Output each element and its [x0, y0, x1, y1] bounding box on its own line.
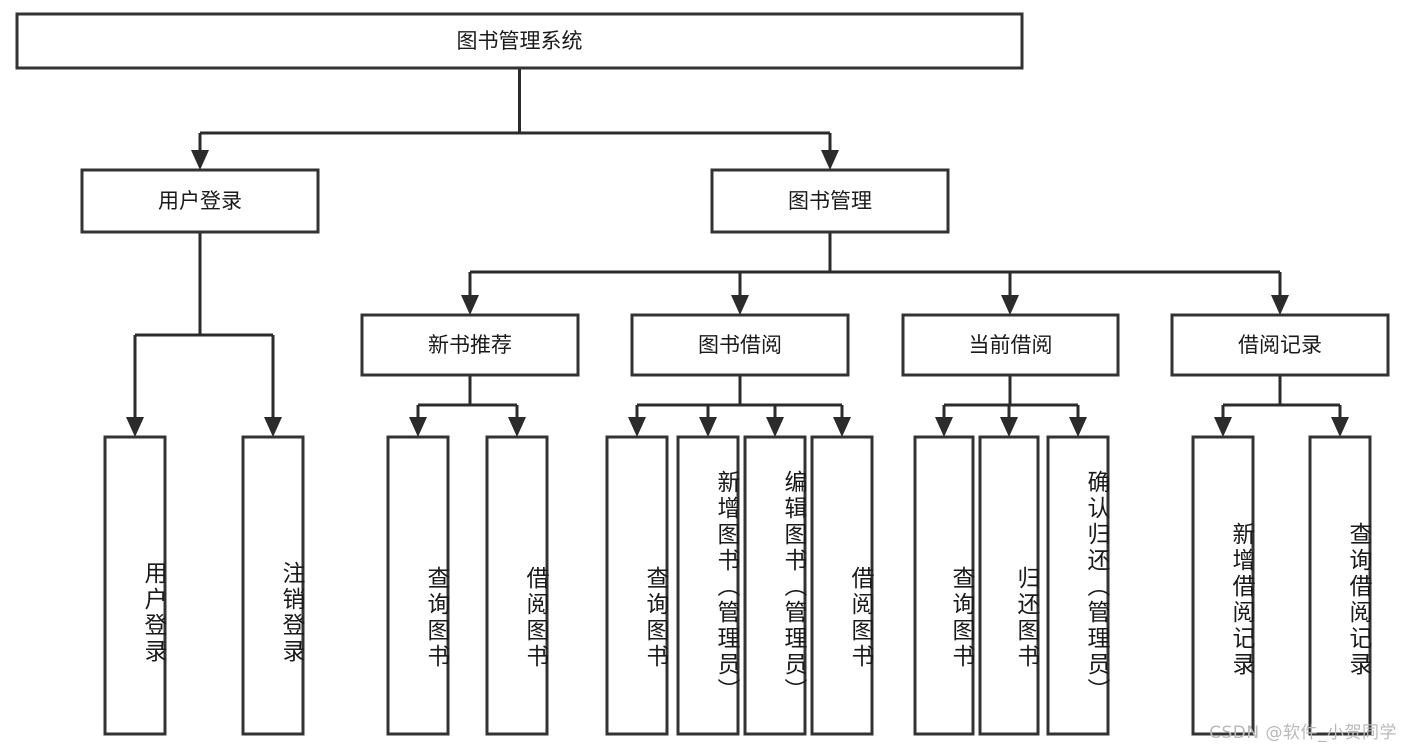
leaf-box-query-book-3[interactable] — [913, 435, 975, 736]
leaf-box-query-record[interactable] — [1308, 435, 1372, 736]
connectors-booksmanage-to-level3 — [461, 232, 1289, 315]
node-user-login[interactable]: 用户登录 — [80, 168, 320, 234]
leaf-box-add-book[interactable] — [676, 435, 740, 736]
node-book-manage[interactable]: 图书管理 — [710, 168, 950, 234]
connectors-root-to-level2 — [191, 68, 839, 170]
connectors-userlogin-to-leaves — [126, 232, 282, 437]
node-root-label: 图书管理系统 — [457, 29, 583, 53]
node-current-borrow-label: 当前借阅 — [969, 333, 1053, 357]
leaf-box-query-book-2[interactable] — [605, 435, 669, 736]
leaf-box-user-login[interactable] — [103, 435, 167, 736]
leaf-box-return-book[interactable] — [978, 435, 1040, 736]
csdn-watermark: CSDN @软件_小贺同学 — [1209, 723, 1397, 743]
node-current-borrow[interactable]: 当前借阅 — [901, 313, 1120, 377]
leaf-box-logout[interactable] — [241, 435, 305, 736]
leaf-boxes — [103, 435, 1372, 736]
leaf-box-borrow-book-2[interactable] — [810, 435, 874, 736]
leaf-box-confirm-return[interactable] — [1046, 435, 1110, 736]
node-book-manage-label: 图书管理 — [788, 189, 872, 213]
connectors-borrowrecord-to-leaves — [1214, 375, 1349, 437]
node-new-book-recommend[interactable]: 新书推荐 — [360, 313, 580, 377]
leaf-box-borrow-book-1[interactable] — [485, 435, 549, 736]
leaf-box-edit-book[interactable] — [743, 435, 807, 736]
node-book-borrow-label: 图书借阅 — [698, 333, 782, 357]
node-new-book-recommend-label: 新书推荐 — [428, 333, 512, 357]
connectors-currentborrow-to-leaves — [935, 375, 1087, 437]
node-borrow-record[interactable]: 借阅记录 — [1170, 313, 1390, 377]
node-root[interactable]: 图书管理系统 — [15, 12, 1024, 70]
connectors-bookborrow-to-leaves — [628, 375, 851, 437]
leaf-box-add-record[interactable] — [1191, 435, 1255, 736]
connectors-newbook-to-leaves — [409, 375, 526, 437]
node-user-login-label: 用户登录 — [158, 189, 242, 213]
leaf-box-query-book-1[interactable] — [386, 435, 450, 736]
node-book-borrow[interactable]: 图书借阅 — [630, 313, 850, 377]
node-borrow-record-label: 借阅记录 — [1238, 333, 1322, 357]
